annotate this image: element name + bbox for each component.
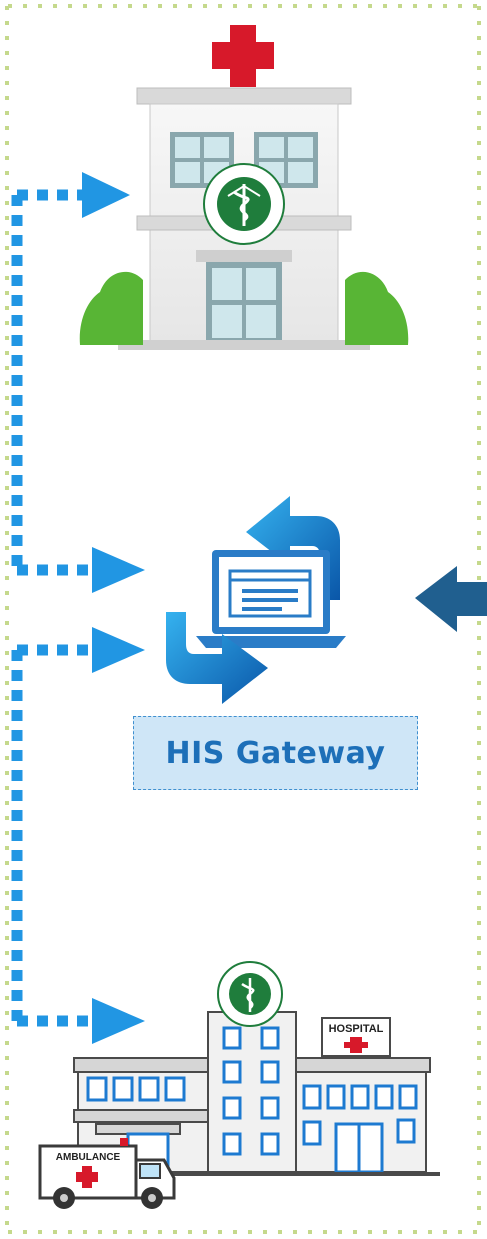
connector-lines (11, 189, 90, 1027)
hospital-top-icon (79, 25, 409, 350)
sync-arrow-lower-icon (166, 612, 268, 704)
arrowhead-to-gateway-upper (92, 547, 145, 593)
sync-arrow-upper-icon (246, 496, 340, 600)
gateway-label-box: HIS Gateway (133, 716, 418, 790)
incoming-arrow-icon (415, 566, 487, 632)
ministry-seal-top-icon (203, 163, 285, 245)
arrowhead-to-gateway-lower (92, 627, 145, 673)
arrowhead-to-bottom-hospital (92, 998, 145, 1044)
hospital-sign-text: HOSPITAL (329, 1023, 384, 1035)
ambulance-icon: AMBULANCE (38, 1138, 176, 1209)
connector-arrowheads (82, 172, 145, 1044)
gateway-label: HIS Gateway (165, 735, 386, 771)
arrowhead-to-top-hospital (82, 172, 130, 218)
gateway-icon (166, 496, 346, 704)
hospital-bottom-icon: HOSPITAL (40, 961, 440, 1176)
ambulance-label: AMBULANCE (56, 1152, 121, 1163)
dotted-frame (5, 4, 481, 1234)
ministry-seal-bottom-icon (217, 961, 283, 1027)
